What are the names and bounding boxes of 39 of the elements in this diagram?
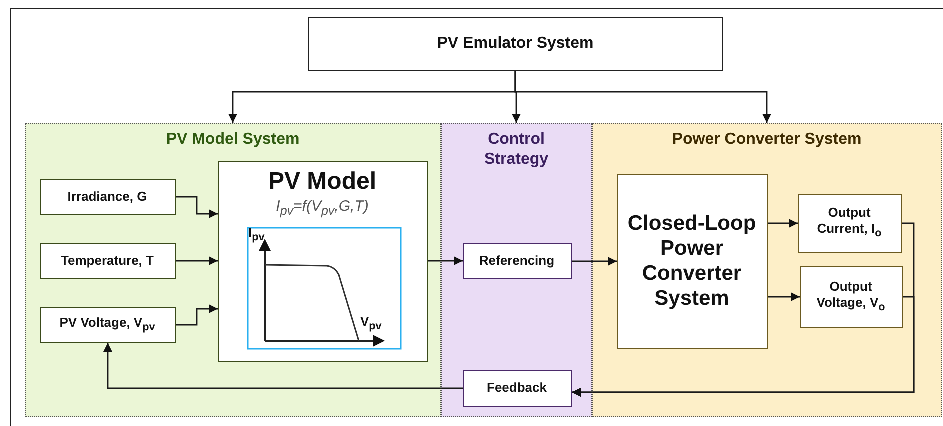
arrow [176,256,218,266]
process-box [40,242,176,278]
process-box [616,174,768,348]
formula: I$_{pv}$=f(V$_{pv}$,G,T) [276,198,369,218]
box-label: Irradiance, G [66,188,148,204]
box-label: Output Current, I$_{o}$ [816,205,883,241]
box-label: PV Voltage, V$_{pv}$ [58,314,156,334]
box-label: Closed-Loop Power Converter System [626,210,758,312]
arrow [428,256,463,266]
arrow [514,71,772,123]
axis-label: V$_{pv}$ [360,314,382,332]
process-box [800,266,902,328]
axis-label: I$_{pv}$ [248,224,265,244]
process-box [462,370,572,406]
box-label: Output Voltage, V$_{o}$ [816,278,886,314]
arrow [572,296,915,397]
system-panel [441,123,592,417]
box-label: PV Emulator System [436,34,595,54]
process-box [40,178,176,214]
arrow [768,292,800,302]
process-box [798,194,902,252]
arrow [572,257,617,266]
process-box [308,17,723,71]
panel-heading: Control Strategy [483,130,550,170]
panel-heading: Power Converter System [671,130,863,150]
box-label: Feedback [486,380,548,396]
process-box [218,160,428,362]
arrow [104,343,463,390]
box-label: Referencing [478,252,556,268]
box-label: Temperature, T [60,252,155,268]
system-panel [592,123,942,417]
arrow [176,304,218,326]
process-box [462,242,572,278]
process-box [40,306,176,342]
system-panel [25,123,441,417]
box-label: PV Model [267,168,378,196]
panel-heading: PV Model System [165,130,301,150]
arrow [768,219,798,228]
arrow [176,196,218,218]
